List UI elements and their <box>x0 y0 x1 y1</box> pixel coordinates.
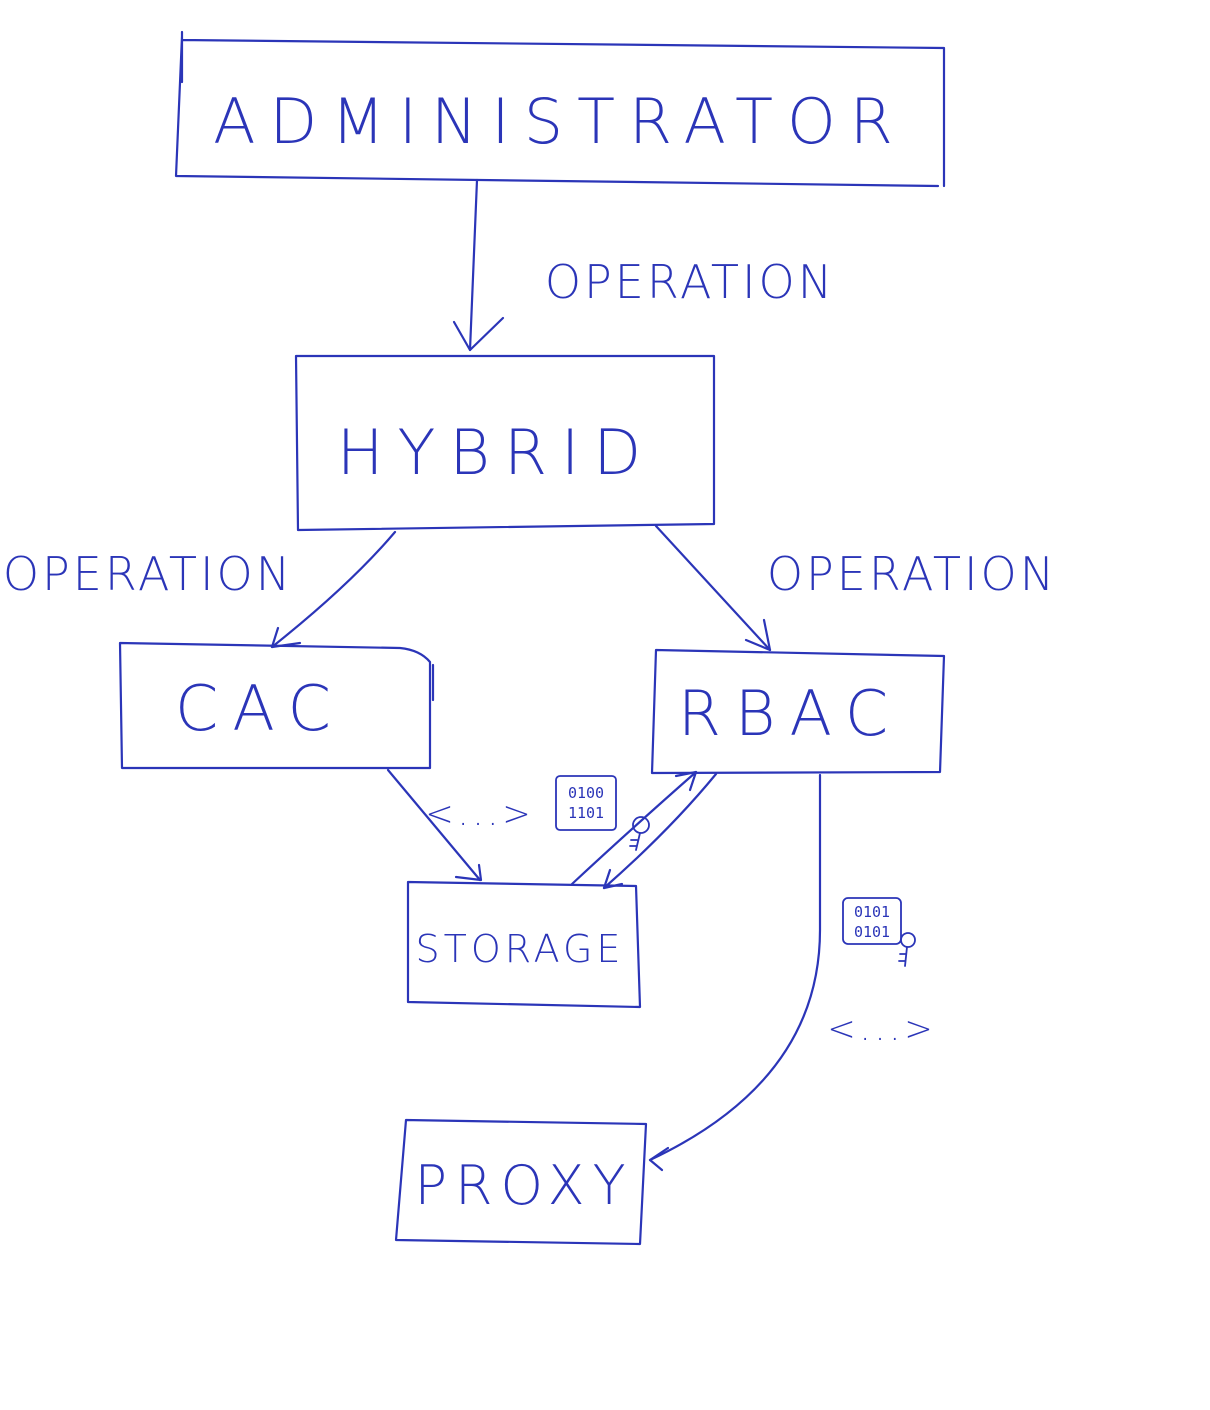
rbac-to-proxy-label: <...> <box>827 1009 936 1049</box>
rbac-label: RBAC <box>678 677 902 750</box>
hybrid-to-cac-arrow: OPERATION <box>3 530 397 649</box>
key-icon-2 <box>898 932 916 967</box>
administrator-label: ADMINISTRATOR <box>213 85 907 158</box>
binary-data-line-1: 0100 <box>568 784 604 802</box>
hybrid-label: HYBRID <box>337 416 655 489</box>
hybrid-node: HYBRID <box>294 354 716 532</box>
hybrid-to-rbac-arrow: OPERATION <box>654 524 1057 652</box>
binary-data-2-line-1: 0101 <box>854 903 890 921</box>
hybrid-to-rbac-label: OPERATION <box>767 547 1057 601</box>
administrator-node: ADMINISTRATOR <box>174 30 946 188</box>
rbac-to-proxy-arrow: <...> <box>648 773 936 1172</box>
cac-to-storage-label: <...> <box>425 794 534 834</box>
proxy-label: PROXY <box>414 1154 633 1217</box>
storage-node: STORAGE <box>406 880 642 1009</box>
storage-label: STORAGE <box>416 927 625 971</box>
binary-data-icon-2: 0101 0101 <box>842 897 902 945</box>
cac-to-storage-arrow: <...> <box>386 768 534 882</box>
binary-data-line-2: 1101 <box>568 804 604 822</box>
admin-to-hybrid-arrow: OPERATION <box>452 178 835 352</box>
admin-to-hybrid-label: OPERATION <box>545 255 835 309</box>
cac-node: CAC <box>118 641 435 770</box>
binary-data-2-line-2: 0101 <box>854 923 890 941</box>
hybrid-to-cac-label: OPERATION <box>3 547 293 601</box>
rbac-node: RBAC <box>650 648 946 775</box>
binary-data-icon: 0100 1101 <box>555 775 617 831</box>
cac-label: CAC <box>175 672 345 745</box>
key-icon <box>629 816 650 851</box>
proxy-node: PROXY <box>394 1118 648 1246</box>
